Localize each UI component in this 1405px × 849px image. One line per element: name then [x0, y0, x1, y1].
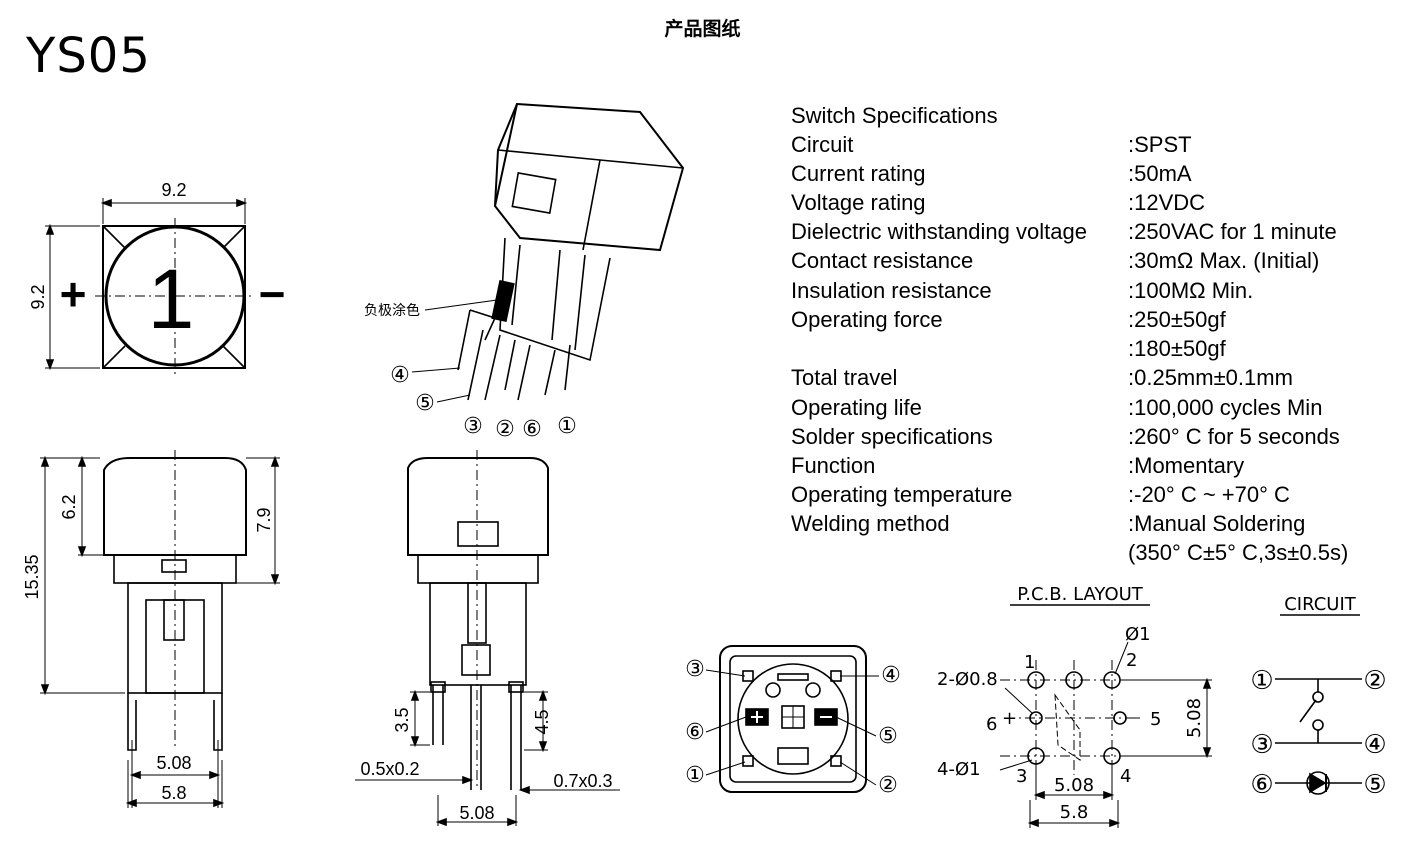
spec-value: :-20° C ~ +70° C	[1128, 482, 1290, 507]
spec-value: :12VDC	[1128, 190, 1206, 215]
page-title: 产品图纸	[664, 18, 741, 40]
top-width-dim: 9.2	[161, 180, 186, 200]
minus-sign: −	[259, 268, 286, 320]
iso-pin-4: ④	[390, 363, 410, 388]
bottom-pin-1: ①	[685, 763, 705, 788]
side-lead2-dim: 4.5	[532, 709, 552, 734]
iso-pin-2: ②	[495, 417, 515, 442]
spec-label: Solder specifications	[791, 424, 993, 449]
circuit-pin-4: ④	[1363, 730, 1386, 760]
side-pin-a-dim: 0.5x0.2	[360, 759, 419, 779]
spec-value: :Momentary	[1128, 453, 1245, 478]
pcb-hole-a: 2-Ø0.8	[937, 669, 998, 690]
pcb-hole-b: 4-Ø1	[937, 759, 981, 780]
circuit-pin-1: ①	[1250, 666, 1273, 696]
circuit-pin-2: ②	[1363, 666, 1386, 696]
front-body-height-dim: 7.9	[254, 507, 274, 532]
circuit-pin-5: ⑤	[1363, 770, 1386, 800]
spec-value: :0.25mm±0.1mm	[1128, 365, 1293, 390]
front-total-height-dim: 15.35	[22, 554, 42, 599]
circuit-diagram: CIRCUIT ① ② ③ ④ ⑥ ⑤	[1250, 594, 1386, 800]
spec-label: Insulation resistance	[791, 278, 992, 303]
bottom-pin-5: ⑤	[878, 724, 898, 749]
spec-value: :180±50gf	[1128, 336, 1226, 361]
spec-label: Contact resistance	[791, 248, 974, 273]
bottom-pin-labels: ③ ④ ⑥ ⑤ ① ②	[685, 657, 901, 798]
side-view: 3.5 4.5 0.5x0.2 0.7x0.3 5.08	[355, 450, 620, 827]
iso-pin-6: ⑥	[522, 417, 542, 442]
spec-value: :30mΩ Max. (Initial)	[1128, 248, 1320, 273]
spec-value: (350° C±5° C,3s±0.5s)	[1128, 540, 1349, 565]
iso-pin-labels: ④ ⑤ ③ ② ⑥ ①	[390, 363, 577, 442]
spec-label: Function	[791, 453, 876, 478]
plus-sign: +	[60, 268, 87, 320]
bottom-pin-6: ⑥	[685, 720, 705, 745]
pcb-width: 5.8	[1060, 802, 1089, 823]
bottom-pin-4: ④	[881, 663, 901, 688]
pcb-pitch-y: 5.08	[1184, 698, 1205, 738]
spec-label: Total travel	[791, 365, 898, 390]
pcb-title: P.C.B. LAYOUT	[1017, 584, 1144, 605]
spec-label: Dielectric withstanding voltage	[791, 219, 1087, 244]
front-cap-height-dim: 6.2	[59, 494, 79, 519]
pcb-plus: +	[1002, 708, 1017, 729]
cap-number: 1	[148, 252, 195, 346]
spec-label: Operating temperature	[791, 482, 1013, 507]
pcb-layout: P.C.B. LAYOUT 2-Ø0.8 4-Ø1 Ø1 5.08 5	[937, 584, 1212, 828]
pcb-pin-6: 6	[986, 714, 997, 735]
spec-label: Current rating	[791, 161, 926, 186]
model-number: YS05	[26, 28, 151, 84]
pcb-pin-1: 1	[1024, 652, 1035, 673]
spec-label: Operating life	[791, 395, 922, 420]
spec-value: :260° C for 5 seconds	[1128, 424, 1340, 449]
spec-value: :100MΩ Min.	[1128, 278, 1254, 303]
front-view: 15.35 6.2 7.9 5.08 5.8	[22, 450, 280, 808]
iso-pin-3: ③	[463, 414, 483, 439]
front-pitch-dim: 5.08	[156, 753, 191, 773]
bottom-pin-2: ②	[878, 773, 898, 798]
spec-label: Operating force	[791, 307, 943, 332]
pcb-pin-4: 4	[1120, 766, 1131, 787]
side-pitch-dim: 5.08	[459, 803, 494, 823]
negative-pole-note: 负极涂色	[364, 302, 420, 319]
front-width-dim: 5.8	[161, 783, 186, 803]
bottom-pin-3: ③	[685, 657, 705, 682]
side-pin-b-dim: 0.7x0.3	[553, 771, 612, 791]
spec-label: Voltage rating	[791, 190, 926, 215]
spec-heading: Switch Specifications	[791, 103, 998, 128]
spec-label: Circuit	[791, 132, 854, 157]
pcb-pin-3: 3	[1016, 766, 1027, 787]
spec-value: :250VAC for 1 minute	[1128, 219, 1337, 244]
spec-value: :SPST	[1128, 132, 1192, 157]
spec-value: :100,000 cycles Min	[1128, 395, 1323, 420]
pcb-hole-c: Ø1	[1125, 624, 1151, 645]
pcb-pin-5: 5	[1150, 709, 1161, 730]
top-view: 9.2 9.2 1 + −	[28, 180, 285, 376]
iso-pin-5: ⑤	[415, 391, 435, 416]
isometric-view: 负极涂色 ④ ⑤ ③ ② ⑥ ①	[364, 102, 685, 442]
iso-pin-1: ①	[557, 414, 577, 439]
pcb-pitch-x: 5.08	[1054, 775, 1094, 796]
spec-value: :Manual Soldering	[1128, 511, 1306, 536]
circuit-pin-6: ⑥	[1250, 770, 1273, 800]
spec-label: Welding method	[791, 511, 950, 536]
top-height-dim: 9.2	[28, 284, 48, 309]
circuit-title: CIRCUIT	[1284, 594, 1357, 615]
spec-value: :50mA	[1128, 161, 1192, 186]
pcb-pin-2: 2	[1126, 650, 1137, 671]
bottom-view: ③ ④ ⑥ ⑤ ① ②	[685, 645, 901, 798]
spec-value: :250±50gf	[1128, 307, 1226, 332]
circuit-pin-3: ③	[1250, 730, 1273, 760]
side-lead-dim: 3.5	[392, 707, 412, 732]
